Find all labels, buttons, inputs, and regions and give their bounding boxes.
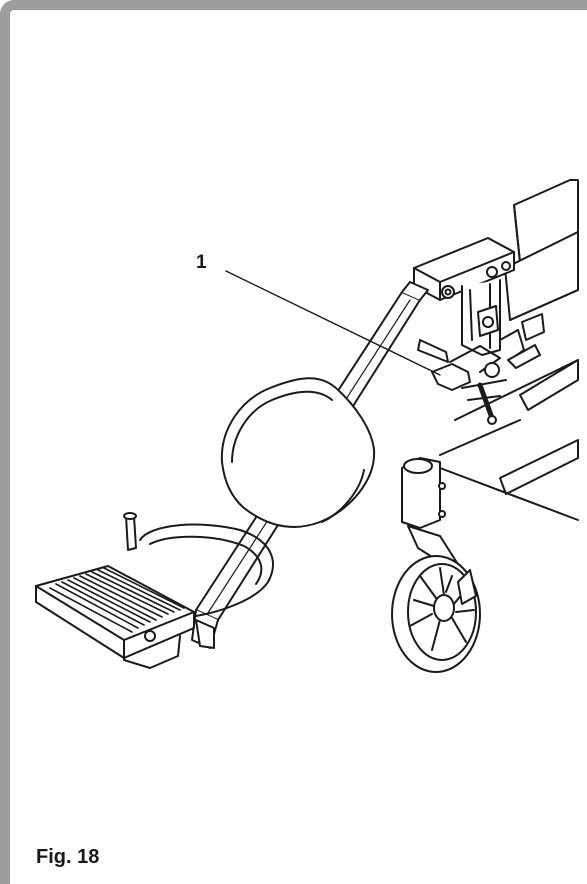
release-lever — [417, 339, 501, 425]
footplate — [35, 565, 215, 669]
hanger-bracket — [413, 237, 545, 369]
callout-leader-line — [225, 270, 441, 376]
frame-corner — [10, 10, 26, 26]
calf-pad — [220, 377, 376, 528]
seat-frame — [439, 179, 579, 521]
heel-loop — [123, 512, 274, 617]
callout-number: 1 — [196, 252, 207, 273]
figure-caption: Fig. 18 — [36, 846, 100, 868]
caster-assembly — [391, 457, 481, 673]
